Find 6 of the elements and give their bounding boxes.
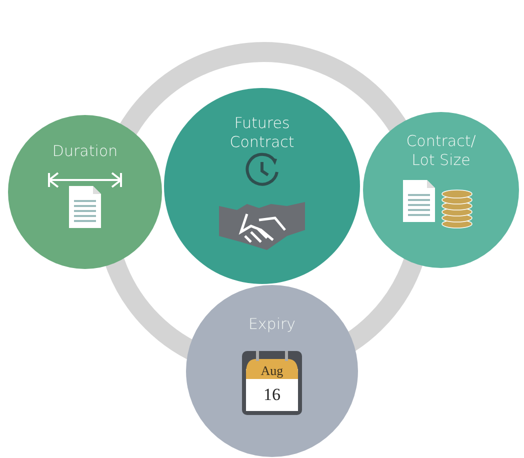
node-title: Duration xyxy=(52,142,118,161)
node-title: Contract/ Lot Size xyxy=(405,132,477,170)
month-label: Aug xyxy=(260,363,284,379)
node-title: Expiry xyxy=(248,315,296,334)
node-title: Futures Contract xyxy=(228,114,296,152)
day-label: 16 xyxy=(262,385,282,405)
